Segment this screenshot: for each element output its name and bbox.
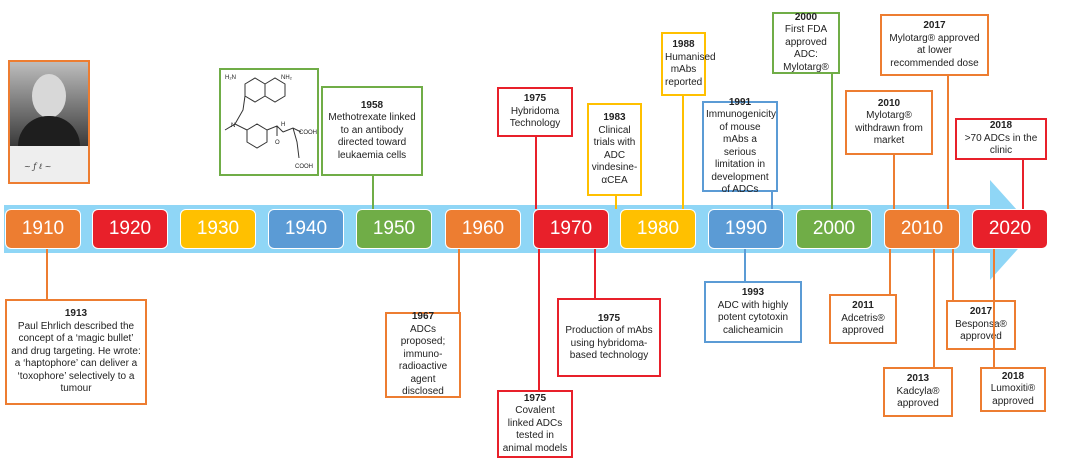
- decade-marker-2010: 2010: [884, 209, 960, 249]
- event-text: Mylotarg® approved at lower recommended …: [889, 32, 980, 69]
- decade-marker-1950: 1950: [356, 209, 432, 249]
- event-year: 2011: [852, 300, 874, 312]
- event-text: >70 ADCs in the clinic: [964, 132, 1038, 157]
- decade-marker-1910: 1910: [5, 209, 81, 249]
- connector-line: [893, 155, 895, 209]
- event-text: Clinical trials with ADC vindesine-αCEA: [591, 124, 638, 186]
- event-year: 1988: [672, 39, 695, 50]
- event-year: 2017: [969, 306, 993, 318]
- structure-label: H: [281, 122, 285, 128]
- decade-marker-1970: 1970: [533, 209, 609, 249]
- event-text: ADC with highly potent cytotoxin caliche…: [717, 299, 789, 336]
- event-text: Mylotarg® withdrawn from market: [855, 110, 923, 146]
- decade-marker-2000: 2000: [796, 209, 872, 249]
- connector-line: [1022, 160, 1024, 209]
- connector-line: [933, 249, 935, 367]
- event-text: Hybridoma Technology: [509, 105, 561, 130]
- connector-line: [744, 249, 746, 281]
- connector-line: [952, 249, 954, 300]
- event-text: ADCs proposed; immuno-radioactive agent …: [398, 323, 448, 398]
- event-text: Lumoxiti® approved: [990, 383, 1036, 407]
- event-year: 1975: [523, 93, 547, 105]
- event-text: Adcetris® approved: [841, 312, 885, 337]
- event-text: Covalent linked ADCs tested in animal mo…: [502, 405, 568, 454]
- event-text: Methotrexate linked to an antibody direc…: [328, 112, 416, 161]
- connector-line: [535, 137, 537, 209]
- event-year: 2000: [794, 11, 818, 23]
- decade-marker-1920: 1920: [92, 209, 168, 249]
- connector-line: [889, 249, 891, 294]
- event-box-2018a: 2018>70 ADCs in the clinic: [955, 118, 1047, 160]
- structure-label: H₂N: [225, 75, 236, 81]
- event-year: 1958: [360, 99, 384, 111]
- signature: ~ ƒ ℓ ~: [24, 162, 52, 171]
- methotrexate-structure: H₂N NH₂ N COOH COOH O H: [219, 68, 319, 176]
- connector-line: [947, 76, 949, 209]
- decade-marker-1990: 1990: [708, 209, 784, 249]
- event-text: Kadcyla® approved: [896, 385, 940, 410]
- event-year: 1991: [728, 96, 752, 108]
- connector-line: [771, 192, 773, 209]
- decade-marker-1980: 1980: [620, 209, 696, 249]
- connector-line: [594, 249, 596, 298]
- connector-line: [458, 249, 460, 312]
- event-year: 1993: [741, 287, 765, 298]
- structure-label: COOH: [299, 130, 317, 136]
- event-text: First FDA approved ADC: Mylotarg®: [783, 24, 829, 73]
- structure-label: NH₂: [281, 75, 293, 81]
- event-text: Besponsa® approved: [955, 318, 1007, 343]
- event-text: Immunogenicity of mouse mAbs a serious l…: [706, 109, 777, 195]
- event-text: Paul Ehrlich described the concept of a …: [11, 320, 141, 395]
- connector-line: [538, 249, 540, 390]
- event-year: 1913: [64, 308, 88, 320]
- event-year: 2018: [1001, 370, 1025, 382]
- event-year: 1967: [411, 311, 435, 323]
- event-text: Humanised mAbs reported: [665, 51, 716, 88]
- decade-marker-2020: 2020: [972, 209, 1048, 249]
- event-year: 2013: [906, 373, 930, 385]
- decade-marker-1960: 1960: [445, 209, 521, 249]
- decade-marker-1930: 1930: [180, 209, 256, 249]
- connector-line: [46, 249, 48, 299]
- ehrlich-portrait: ~ ƒ ℓ ~: [8, 60, 90, 184]
- connector-line: [831, 74, 833, 209]
- connector-line: [682, 96, 684, 209]
- event-year: 2010: [877, 97, 901, 109]
- connector-line: [993, 249, 995, 367]
- connector-line: [615, 196, 617, 209]
- structure-label: O: [275, 140, 280, 146]
- event-year: 1983: [603, 112, 626, 123]
- event-year: 1975: [523, 392, 547, 404]
- structure-label: N: [231, 123, 235, 129]
- structure-label: COOH: [295, 164, 313, 170]
- event-year: 1975: [597, 312, 621, 324]
- decade-marker-1940: 1940: [268, 209, 344, 249]
- event-text: Production of mAbs using hybridoma-based…: [565, 325, 653, 361]
- event-year: 2017: [923, 20, 946, 31]
- event-year: 2018: [989, 120, 1013, 132]
- connector-line: [372, 176, 374, 209]
